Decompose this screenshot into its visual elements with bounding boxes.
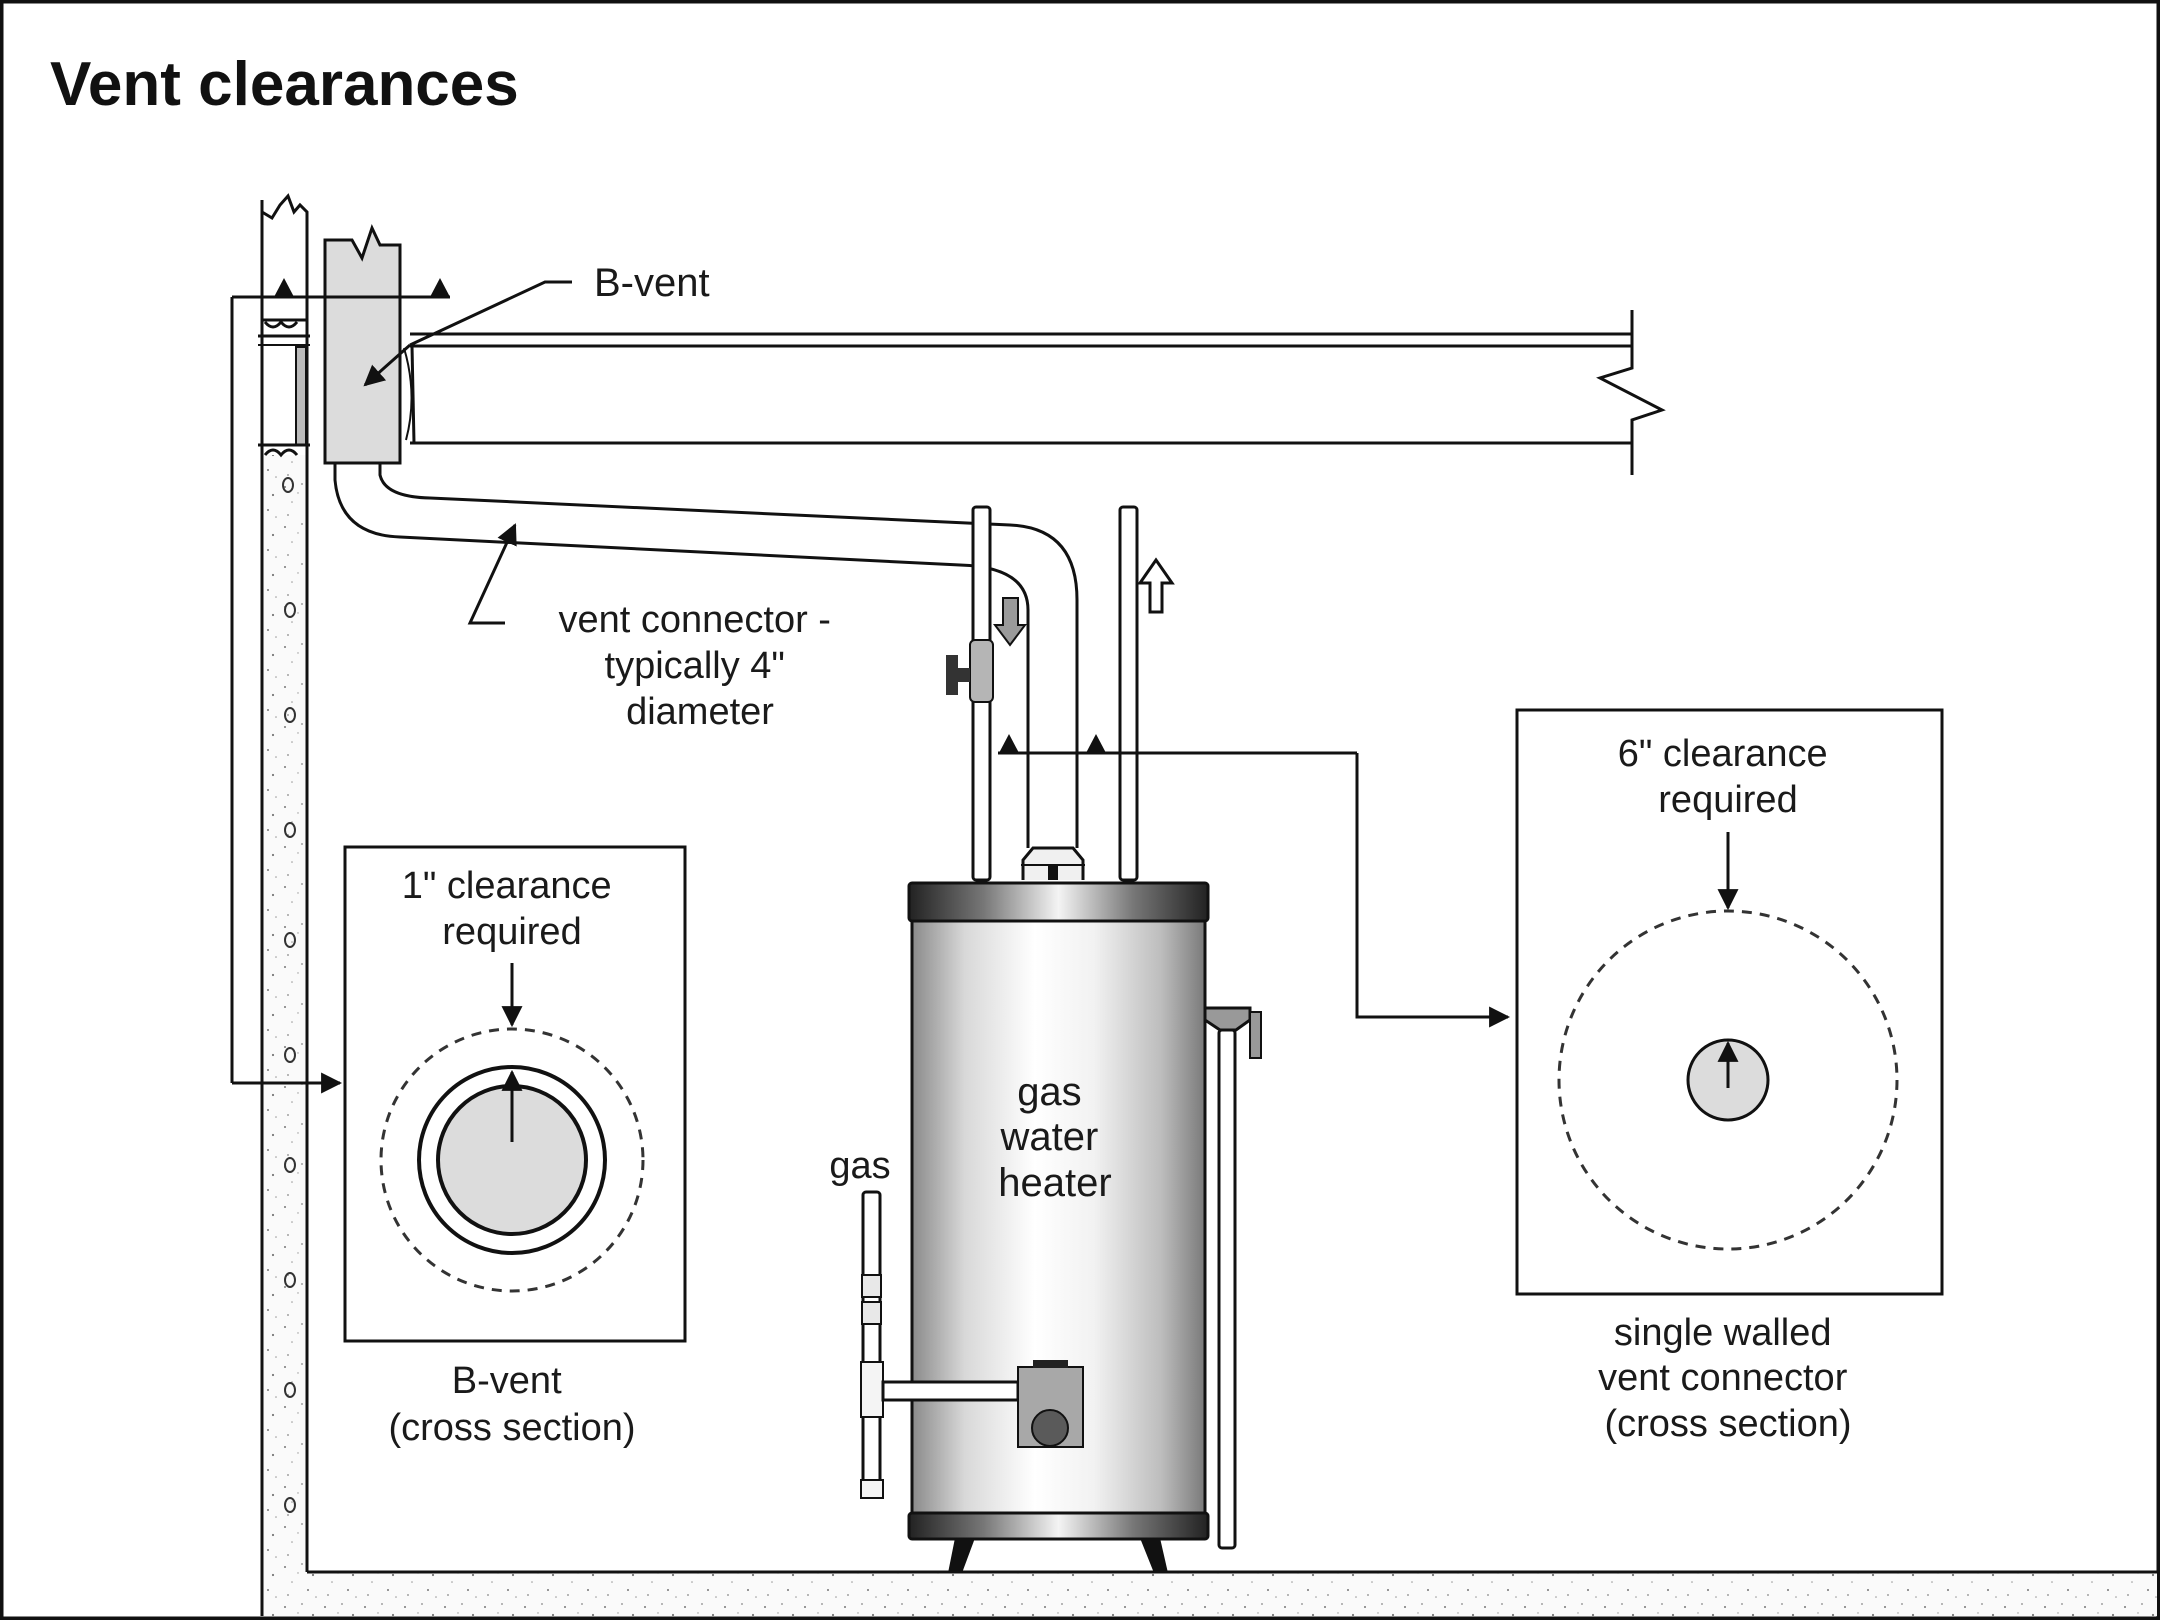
inset-b-vent-cross-section: 1" clearance required B-vent (cross sect… [343,845,687,1449]
single-wall-caption: single walled vent connector (cross sect… [1598,1312,1858,1445]
cold-inlet-arrow-icon [993,597,1027,647]
floor-joist [403,310,1666,475]
inset-single-wall-cross-section: 6" clearance required single walled vent… [1515,708,1944,1445]
discharge-pipe [1217,1028,1237,1550]
diagram-title: Vent clearances [50,50,519,119]
hot-outlet-arrow-icon [1137,557,1175,614]
b-vent-clearance-text: 1" clearance required [402,865,623,953]
gas-line: gas [829,1145,1084,1499]
vent-connector-callout: vent connector - typically 4" diameter [467,523,841,733]
b-vent-clearance-marker [230,278,450,1094]
heater-label: gas water heater [998,1070,1111,1205]
shutoff-valve-icon [946,655,970,695]
b-vent-label: B-vent [594,261,710,305]
vent-connector [333,463,1079,848]
wall-stud-above [258,193,310,458]
b-vent-caption: B-vent (cross section) [388,1360,635,1449]
control-knob-icon [1031,1409,1069,1447]
floor-slab [262,1570,2157,1616]
cold-water-pipe [946,505,1027,882]
b-vent-pipe [323,223,402,465]
vent-connector-label: vent connector - typically 4" diameter [558,599,841,733]
water-heater: gas water heater [907,881,1210,1573]
relief-valve [1203,1006,1262,1550]
draft-hood [1021,846,1085,880]
single-wall-clearance-text: 6" clearance required [1618,733,1839,821]
clearance-boundary [1557,909,1899,1251]
heater-leg-right [1140,1538,1168,1573]
b-vent-callout: B-vent [363,261,710,387]
hot-water-pipe [1118,505,1175,882]
gas-label: gas [829,1145,890,1187]
clearance-boundary [379,1027,645,1293]
single-wall-clearance-marker [998,734,1511,1028]
heater-leg-left [948,1538,975,1573]
break-line-icon [1596,310,1666,475]
